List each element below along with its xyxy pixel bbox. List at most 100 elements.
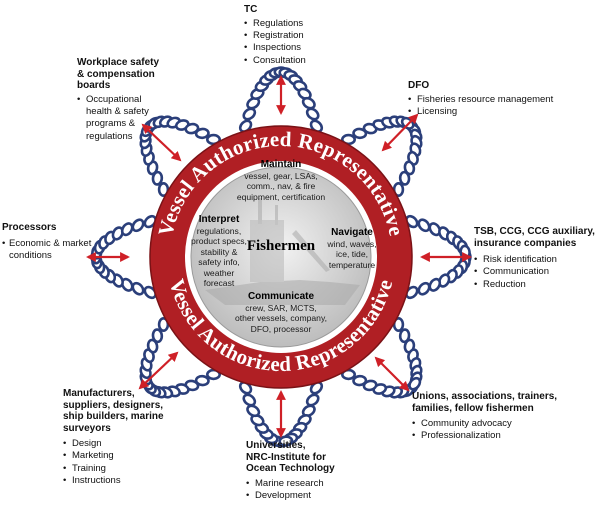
universities-item: Marine research [246,478,356,491]
rope-link [417,281,431,296]
tsb-item: Reduction [474,279,594,292]
rope-link [151,170,164,186]
workplace-heading: boards [77,80,111,91]
navigate-block: Navigate wind, waves, ice, tide, tempera… [316,227,388,270]
dfo-item: Licensing [408,106,588,119]
communicate-line: other vessels, company, [234,313,328,324]
rope-link [250,414,265,427]
tsb-item: Risk identification [474,254,594,267]
rope-link [305,107,320,121]
rope-link [297,87,312,100]
rope-link [417,218,431,233]
interpret-line: stability & [200,246,238,257]
rope-link [111,226,124,241]
universities-heading: NRC-Institute for [246,451,326,463]
rope-link [242,393,257,407]
rope-link [246,404,261,418]
arrow-manufacturers [138,351,179,390]
processors-heading: Processors [2,222,57,233]
manufacturers-heading: ship builders, marine [63,411,164,422]
tc-item: Regulations [244,18,354,31]
rope-link [194,374,210,387]
rope-link [428,277,442,292]
rope-link [242,107,257,121]
navigate-heading: Navigate [331,227,373,238]
universities-item: Development [246,490,356,503]
manufacturers-heading: surveyors [63,422,111,434]
workplace-heading: Workplace safety [77,57,160,68]
workplace-item: Occupational health & safety programs & … [77,94,158,144]
unions-item: Community advocacy [412,418,592,431]
unions-heading: families, fellow fishermen [412,402,534,414]
rope-link [246,96,261,110]
arrow-dfo [381,113,419,152]
rope-link [120,277,134,292]
communicate-line: DFO, processor [250,323,312,334]
manufacturers-item: Marketing [63,450,181,463]
tc-item: Registration [244,30,354,43]
communicate-line: crew, SAR, MCTS, [245,303,317,313]
rope-link [305,393,320,407]
rope-link [151,328,164,344]
interpret-line: product specs, [191,236,247,247]
rope-link [398,170,411,186]
center-title: Fishermen [246,238,316,254]
manufacturers-item: Training [63,463,181,476]
tsb-heading: TSB, CCG, CCG auxiliary, [474,226,595,237]
maintain-line: vessel, gear, LSAs, [244,171,318,181]
workplace-block: Workplace safety & compensation boards O… [77,57,175,143]
interpret-block: Interpret regulations, product specs, st… [188,214,250,288]
rope-link [131,281,145,296]
interpret-line: forecast [203,278,235,289]
dfo-heading: DFO [408,80,430,91]
universities-block: Universities, NRC-Institute for Ocean Te… [246,440,356,503]
connector-arrows [86,75,472,438]
tsb-heading: insurance companies [474,237,577,249]
unions-heading: Unions, associations, trainers, [412,391,558,402]
rope-link [120,222,134,237]
tsb-item: Communication [474,266,594,279]
rope-link [408,376,422,391]
interpret-heading: Interpret [198,214,240,225]
rope-link [352,374,368,387]
manufacturers-item: Design [63,438,181,451]
rope-link [194,127,210,140]
unions-block: Unions, associations, trainers, families… [412,391,592,443]
interpret-line: safety info, [198,257,240,268]
manufacturers-item: Instructions [63,475,181,488]
communicate-block: Communicate crew, SAR, MCTS, other vesse… [216,291,346,334]
communicate-heading: Communicate [247,291,315,302]
tc-item: Consultation [244,55,354,68]
rope-link [403,160,416,176]
navigate-line: temperature [328,259,376,270]
processors-item: Economic & market conditions [2,238,98,263]
manufacturers-heading: suppliers, designers, [63,399,164,411]
rope-link [131,218,145,233]
maintain-line: comm., nav, & fire [246,181,316,192]
rope-link [398,328,411,344]
interpret-line: regulations, [196,226,242,236]
manufacturers-heading: Manufacturers, [63,388,135,399]
processors-block: Processors Economic & market conditions [2,222,98,262]
rope-link [301,96,316,110]
rope-link [428,222,442,237]
rope-link [301,404,316,418]
tc-heading: TC [244,4,258,15]
maintain-block: Maintain vessel, gear, LSAs, comm., nav,… [222,159,340,202]
workplace-heading: & compensation [77,68,155,80]
boat-silhouette [205,198,360,305]
tc-block: TC Regulations Registration Inspections … [244,4,354,68]
navigate-line: ice, tide, [335,249,368,260]
interpret-line: weather [203,267,235,278]
tc-item: Inspections [244,42,354,55]
universities-heading: Universities, [246,440,306,451]
rope-link [352,127,368,140]
dfo-block: DFO Fisheries resource management Licens… [408,80,588,119]
rope-link [184,122,200,135]
unions-item: Professionalization [412,430,592,443]
dfo-item: Fisheries resource management [408,94,588,107]
universities-heading: Ocean Technology [246,463,335,474]
manufacturers-block: Manufacturers, suppliers, designers, shi… [63,388,181,488]
maintain-heading: Maintain [260,159,302,170]
